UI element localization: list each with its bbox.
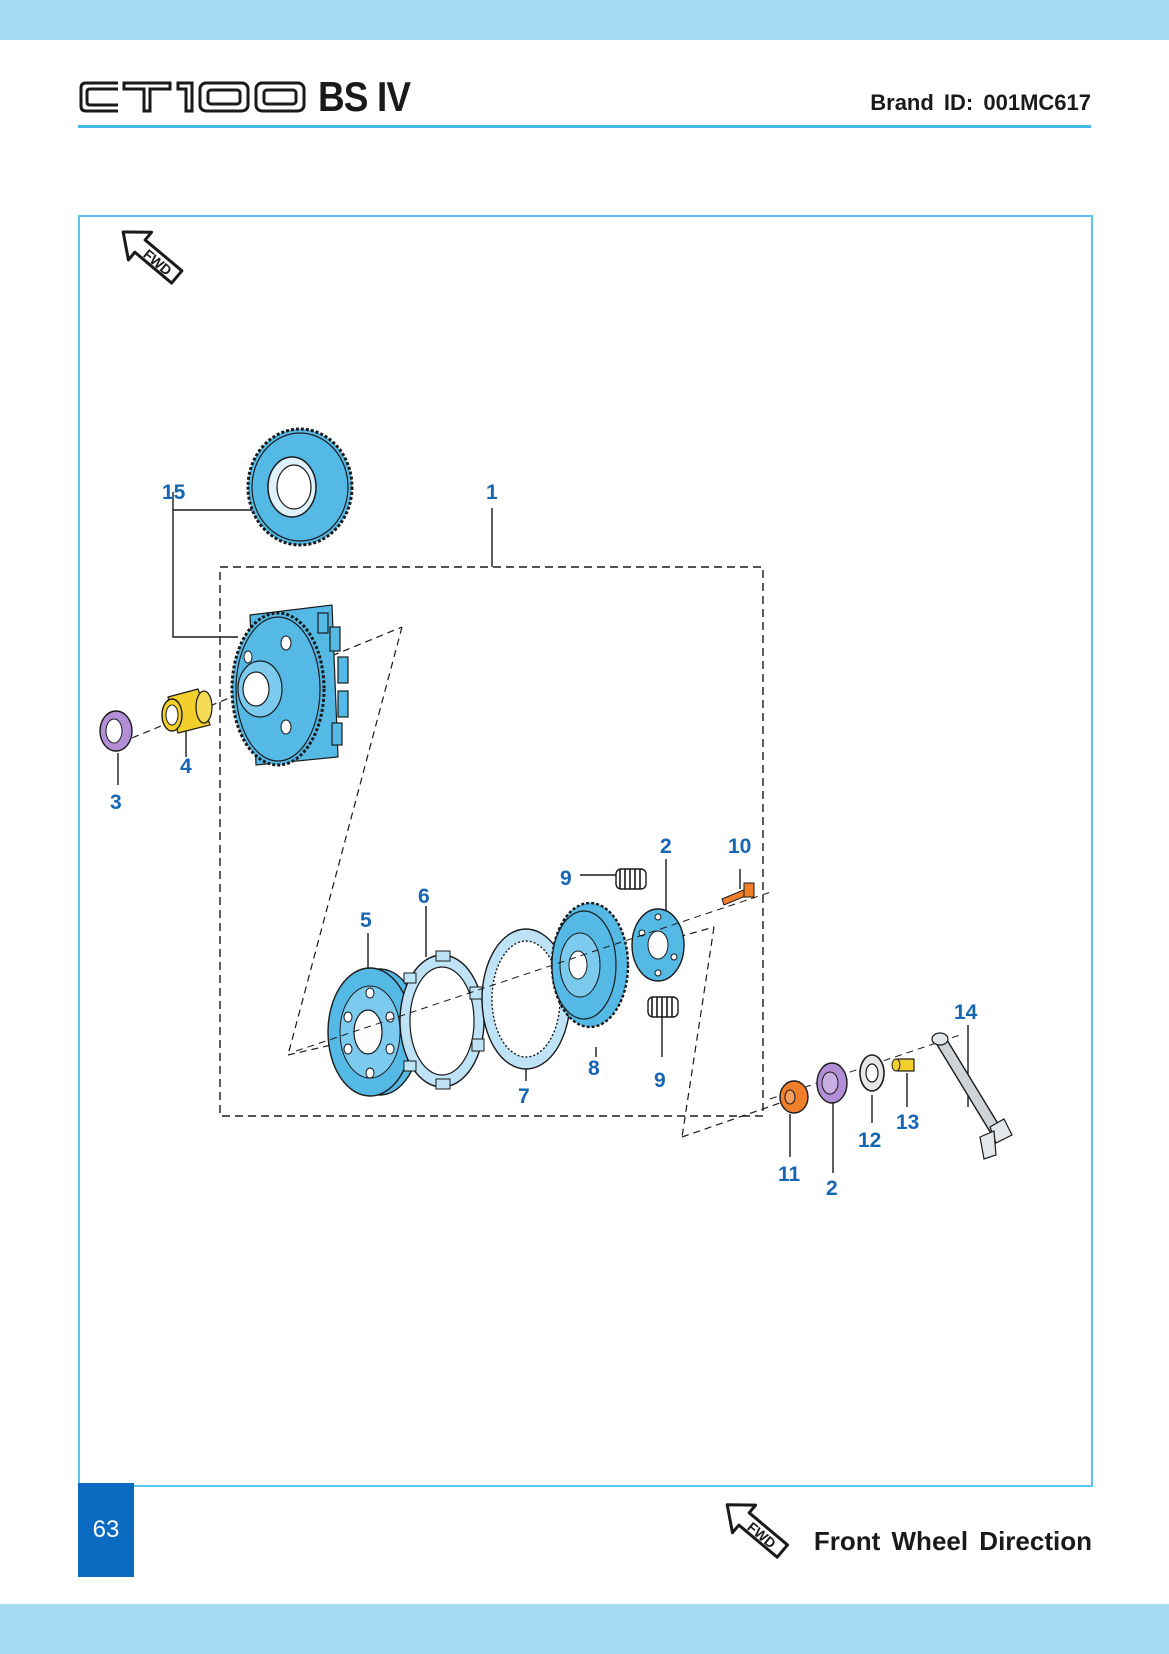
callout-6: 6 xyxy=(418,885,430,908)
fwd-legend-label: Front Wheel Direction xyxy=(813,1526,1092,1556)
part-4-bush xyxy=(161,688,213,734)
part-15-gear xyxy=(246,427,354,547)
part-1-clutch-housing xyxy=(230,604,349,767)
callout-8: 8 xyxy=(588,1057,600,1080)
brand-id: Brand ID: 001MC617 xyxy=(870,90,1091,115)
fwd-legend: FWD Front Wheel Direction xyxy=(700,1500,1092,1580)
callout-11: 11 xyxy=(778,1163,801,1186)
fwd-legend-arrow-icon: FWD xyxy=(725,1503,789,1559)
callout-14: 14 xyxy=(954,1001,978,1024)
callout-10: 10 xyxy=(728,835,751,858)
bottom-band xyxy=(0,1604,1169,1654)
exploded-parts-diagram: FWD xyxy=(99,230,1013,1200)
part-3-seal xyxy=(99,710,133,752)
part-7-plain-plate xyxy=(481,928,571,1070)
part-14-lifter-shaft xyxy=(931,1032,1013,1160)
diagram-frame: FWD xyxy=(78,215,1093,1487)
part-6-friction-plate xyxy=(399,950,485,1090)
part-10-bolt xyxy=(721,882,755,906)
part-13-pin xyxy=(891,1058,915,1072)
part-11-washer xyxy=(779,1080,809,1114)
model-suffix: BS IV xyxy=(318,73,411,120)
model-logo: BS IV xyxy=(78,72,423,122)
callout-3: 3 xyxy=(110,791,122,814)
part-2-seal-lower xyxy=(816,1062,848,1104)
part-2-lifter-plate xyxy=(631,908,685,982)
callout-5: 5 xyxy=(360,909,372,932)
callout-15: 15 xyxy=(162,481,186,504)
assembly-axis xyxy=(295,890,775,1052)
fwd-arrow-icon: FWD xyxy=(121,230,184,285)
part-9-spring-lower xyxy=(647,996,679,1018)
page-header: BS IV Brand ID: 001MC617 xyxy=(78,62,1091,130)
callout-2-upper: 2 xyxy=(660,835,672,858)
part-8-pressure-plate xyxy=(550,901,630,1029)
top-band xyxy=(0,0,1169,40)
callout-7: 7 xyxy=(518,1085,530,1108)
page-number: 63 xyxy=(78,1483,134,1577)
callout-13: 13 xyxy=(896,1111,919,1134)
part-9-spring-upper xyxy=(615,868,647,890)
callout-1: 1 xyxy=(486,481,498,504)
callout-9-upper: 9 xyxy=(560,867,572,890)
callout-9-lower: 9 xyxy=(654,1069,666,1092)
callout-4: 4 xyxy=(180,755,192,778)
part-5-clutch-center xyxy=(327,967,421,1097)
header-rule xyxy=(78,125,1091,128)
part-12-bearing xyxy=(859,1054,885,1092)
ct100-logo xyxy=(79,81,306,113)
callout-2-lower: 2 xyxy=(826,1177,838,1200)
callout-12: 12 xyxy=(858,1129,881,1152)
